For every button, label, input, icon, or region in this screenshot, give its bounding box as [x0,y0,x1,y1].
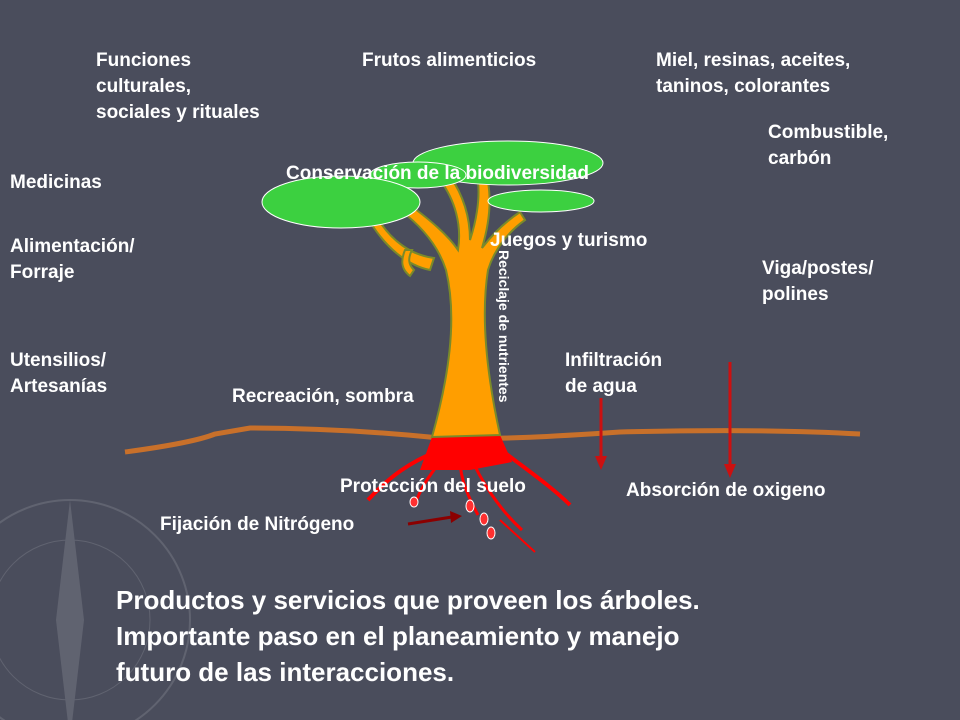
nitrogen-arrow-head [450,511,462,523]
infiltration-arrow-head [595,456,607,470]
label-games-tourism: Juegos y turismo [490,230,648,251]
label-biodiversity: Conservación de la biodiversidad [286,163,590,184]
label-beams-posts: Viga/postes/ polines [762,258,874,305]
label-nitrogen-fixation: Fijación de Nitrógeno [160,514,355,535]
label-utensils: Utensilios/ Artesanías [10,350,108,397]
root-nodules [409,496,496,540]
label-honey-resins: Miel, resinas, aceites, taninos, coloran… [656,50,851,97]
tree-trunk [370,174,527,439]
tree-roots [366,435,572,553]
label-cultural-functions: Funciones culturales, sociales y rituale… [96,50,260,123]
arrows [407,362,736,526]
label-nutrient-recycling: Reciclaje de nutrientes [496,250,512,403]
label-forage: Alimentación/ Forraje [10,236,135,283]
label-recreation: Recreación, sombra [232,386,414,407]
label-oxygen-absorption: Absorción de oxigeno [626,480,826,501]
label-soil-protection: Protección del suelo [340,476,526,497]
label-food-fruits: Frutos alimenticios [362,50,537,71]
compass-watermark [0,499,191,720]
oxygen-arrow-head [724,464,736,478]
label-water-infiltration: Infiltración de agua [565,350,663,397]
label-medicine: Medicinas [10,172,102,193]
label-fuel: Combustible, carbón [768,122,889,169]
nitrogen-arrow [407,515,453,526]
tree-canopy [261,140,604,229]
slide-caption: Productos y servicios que proveen los ár… [116,585,700,687]
